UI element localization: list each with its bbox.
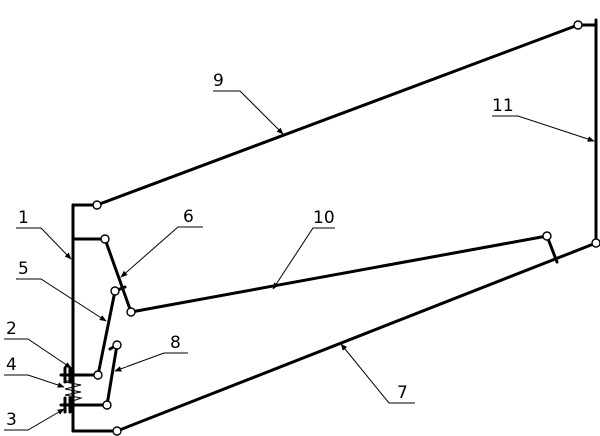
leader-9 bbox=[213, 90, 284, 135]
leader-3 bbox=[4, 408, 65, 431]
joint bbox=[110, 286, 120, 296]
leader-8 bbox=[114, 352, 188, 372]
joint bbox=[100, 234, 110, 244]
crank-link-5 bbox=[96, 285, 127, 377]
crank-link-8 bbox=[105, 343, 119, 407]
part-labels: 9 11 10 6 1 5 2 4 3 8 7 bbox=[6, 71, 514, 430]
joint bbox=[102, 400, 112, 410]
label-8: 8 bbox=[170, 333, 181, 353]
leader-4 bbox=[4, 374, 65, 388]
label-5: 5 bbox=[18, 259, 29, 279]
label-11: 11 bbox=[492, 96, 514, 116]
joints bbox=[92, 20, 600, 436]
joint bbox=[93, 370, 103, 380]
joint bbox=[112, 340, 122, 350]
label-3: 3 bbox=[6, 410, 17, 430]
label-7: 7 bbox=[397, 383, 408, 403]
leader-10 bbox=[272, 227, 335, 290]
joint bbox=[126, 307, 136, 317]
middle-link-10 bbox=[129, 234, 559, 314]
label-2: 2 bbox=[6, 319, 17, 339]
label-1: 1 bbox=[18, 208, 29, 228]
leader-1 bbox=[16, 227, 72, 260]
label-6: 6 bbox=[183, 207, 194, 227]
leader-7 bbox=[340, 343, 415, 404]
leader-6 bbox=[120, 226, 203, 278]
right-bar-11 bbox=[576, 18, 598, 245]
leader-lines bbox=[4, 90, 595, 431]
joint bbox=[112, 426, 122, 436]
upper-link-9 bbox=[95, 23, 580, 207]
leader-2 bbox=[4, 338, 72, 369]
joint bbox=[542, 231, 552, 241]
lower-link-7 bbox=[115, 241, 598, 433]
spring-4 bbox=[63, 378, 83, 402]
leader-11 bbox=[492, 115, 595, 142]
label-4: 4 bbox=[6, 355, 17, 375]
leader-5 bbox=[16, 278, 107, 322]
short-link-6 bbox=[103, 237, 133, 314]
joint bbox=[591, 238, 600, 248]
label-9: 9 bbox=[213, 71, 224, 91]
joint bbox=[92, 200, 102, 210]
label-10: 10 bbox=[313, 208, 335, 228]
joint bbox=[573, 20, 583, 30]
pivot-bearing-3 bbox=[59, 396, 75, 414]
